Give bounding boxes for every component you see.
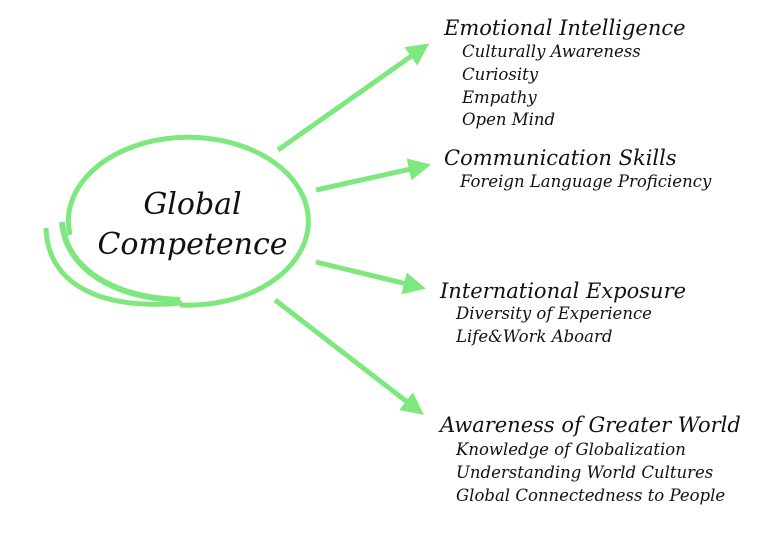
branch-item: Curiosity — [462, 65, 539, 84]
center-label: Global Competence — [90, 185, 295, 265]
branch-item: Foreign Language Proficiency — [460, 172, 712, 191]
center-label-line-2: Competence — [97, 227, 288, 262]
branch-item: Global Connectedness to People — [456, 486, 726, 505]
branch-title-awareness-greater-world: Awareness of Greater World — [440, 413, 741, 437]
arrow-to-awareness-greater-world — [273, 298, 424, 415]
branch-item: Open Mind — [462, 110, 556, 129]
branch-title-emotional-intelligence: Emotional Intelligence — [444, 16, 686, 40]
branch-item: Empathy — [462, 88, 537, 107]
arrow-to-international-exposure — [315, 259, 426, 295]
branch-item: Culturally Awareness — [462, 42, 641, 61]
branch-title-international-exposure: International Exposure — [440, 279, 687, 303]
arrow-to-emotional-intelligence — [276, 43, 430, 153]
branch-title-communication-skills: Communication Skills — [444, 146, 677, 170]
branch-item: Knowledge of Globalization — [456, 440, 686, 459]
branch-item: Understanding World Cultures — [456, 463, 714, 482]
cycle-ring — [65, 134, 311, 308]
arrow-to-communication-skills — [315, 158, 431, 193]
cycle-swoosh-inner — [59, 221, 181, 303]
branch-item: Life&Work Aboard — [456, 327, 613, 346]
branch-item: Diversity of Experience — [456, 304, 652, 323]
center-label-line-1: Global — [143, 187, 242, 222]
cycle-swoosh — [43, 227, 183, 307]
